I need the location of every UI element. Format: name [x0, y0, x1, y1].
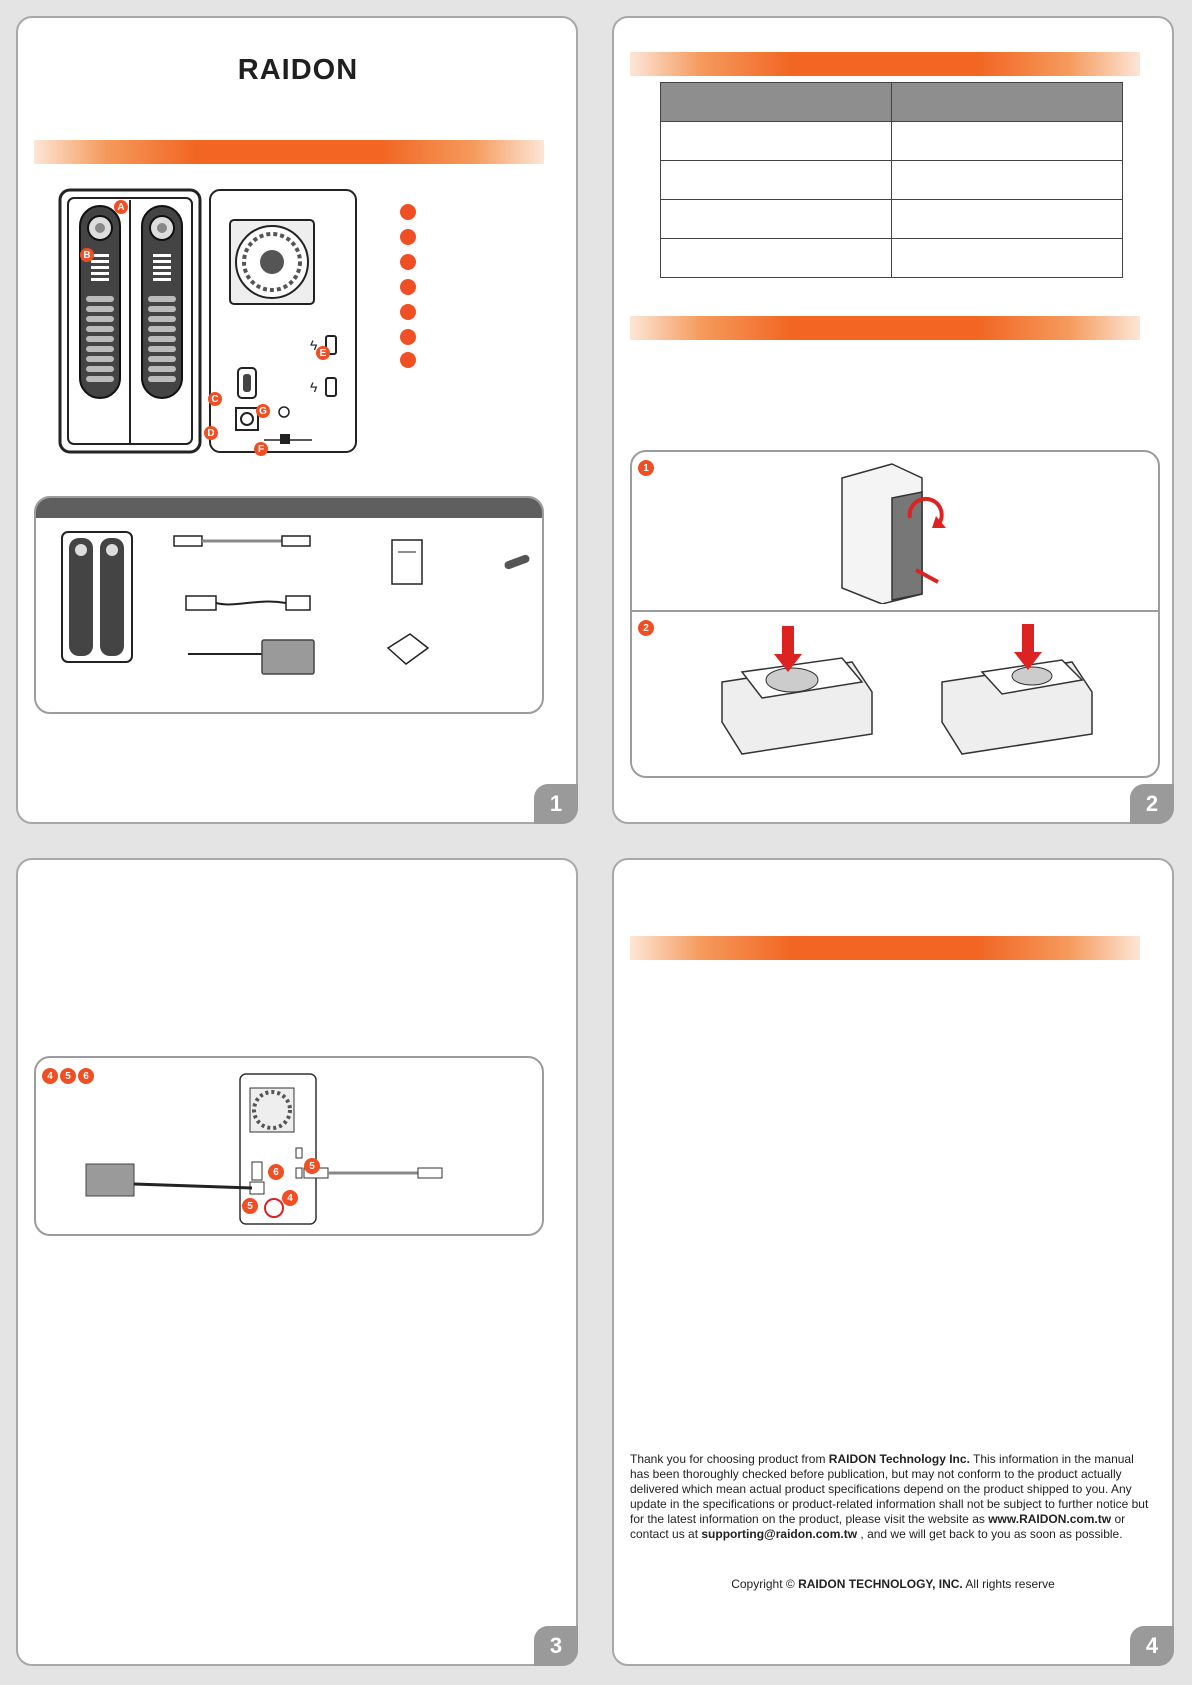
- callout-5: 5: [242, 1198, 258, 1214]
- disclaimer-part: or contact us at: [630, 1512, 1126, 1541]
- disclaimer-part: , and we will get back to you as soon as…: [857, 1527, 1123, 1541]
- step-number: 5: [60, 1068, 76, 1084]
- page-number: 1: [534, 784, 578, 824]
- step-number: 2: [638, 620, 654, 636]
- table-row: [660, 199, 1123, 239]
- page-2: 1 2 2: [612, 16, 1174, 824]
- part-label-b: B: [80, 248, 94, 262]
- website-link[interactable]: www.RAIDON.com.tw: [988, 1512, 1112, 1526]
- table-header-cell: [660, 82, 892, 122]
- table-cell: [660, 199, 892, 239]
- legend-dot: [400, 279, 416, 295]
- company-name: RAIDON Technology Inc.: [828, 1452, 970, 1466]
- table-cell: [660, 160, 892, 200]
- page-1: RAIDON: [16, 16, 578, 824]
- table-cell: [891, 121, 1123, 161]
- legend-dot: [400, 352, 416, 368]
- connection-box: 4 5 6 6 5 5 4: [34, 1056, 544, 1236]
- callout-4: 4: [282, 1190, 298, 1206]
- page-4: Thank you for choosing product from RAID…: [612, 858, 1174, 1666]
- section-bar: [630, 52, 1140, 76]
- disclaimer-text: Thank you for choosing product from RAID…: [630, 1452, 1156, 1542]
- package-contents-illustration: [61, 531, 530, 675]
- table-row: [660, 238, 1123, 278]
- page-number: 2: [1130, 784, 1174, 824]
- section-bar: [630, 936, 1140, 960]
- install-drive-illustration: [721, 624, 1093, 755]
- disclaimer-part: This information in the manual has been …: [630, 1452, 1149, 1526]
- table-cell: [660, 121, 892, 161]
- installation-steps-box: 1 2: [630, 450, 1160, 778]
- open-tray-illustration: [841, 463, 946, 604]
- table-header-cell: [891, 82, 1123, 122]
- part-label-d: D: [204, 426, 218, 440]
- package-contents-header: [36, 498, 542, 518]
- part-label-f: F: [254, 442, 268, 456]
- table-cell: [891, 160, 1123, 200]
- svg-text:ϟ: ϟ: [310, 379, 318, 395]
- table-cell: [891, 238, 1123, 278]
- copyright-suffix: All rights reserve: [962, 1577, 1055, 1591]
- front-panel-illustration: ϟ ϟ: [58, 188, 357, 454]
- page-3: 4 5 6 6 5 5 4 3: [16, 858, 578, 1666]
- part-label-e: E: [316, 346, 330, 360]
- svg-text:ϟ: ϟ: [310, 337, 318, 353]
- section-bar: [34, 140, 544, 164]
- spec-table: [660, 82, 1123, 278]
- table-cell: [660, 238, 892, 278]
- page-number: 4: [1130, 1626, 1174, 1666]
- spec-table-header: [660, 82, 1123, 122]
- callout-5: 5: [304, 1158, 320, 1174]
- legend-dot: [400, 204, 416, 220]
- package-contents-box: [34, 496, 544, 714]
- section-bar: [630, 316, 1140, 340]
- copyright-company: RAIDON TECHNOLOGY, INC.: [798, 1577, 963, 1591]
- page-number: 3: [534, 1626, 578, 1666]
- legend-dot: [400, 304, 416, 320]
- step-number: 6: [78, 1068, 94, 1084]
- step-number: 1: [638, 460, 654, 476]
- brand-logo: RAIDON: [237, 54, 359, 86]
- table-row: [660, 121, 1123, 161]
- part-label-c: C: [208, 392, 222, 406]
- legend-dot: [400, 229, 416, 245]
- support-email-link[interactable]: supporting@raidon.com.tw: [701, 1527, 858, 1541]
- copyright-line: Copyright © RAIDON TECHNOLOGY, INC. All …: [630, 1577, 1156, 1591]
- connection-illustration: [85, 1073, 443, 1225]
- disclaimer-part: Thank you for choosing product from: [630, 1452, 829, 1466]
- step-number: 4: [42, 1068, 58, 1084]
- step-divider: [632, 610, 1158, 612]
- legend-dot: [400, 254, 416, 270]
- part-label-a: A: [114, 200, 128, 214]
- part-label-g: G: [256, 404, 270, 418]
- table-cell: [891, 199, 1123, 239]
- callout-6: 6: [268, 1164, 284, 1180]
- legend-dot: [400, 329, 416, 345]
- copyright-prefix: Copyright ©: [731, 1577, 799, 1591]
- table-row: [660, 160, 1123, 200]
